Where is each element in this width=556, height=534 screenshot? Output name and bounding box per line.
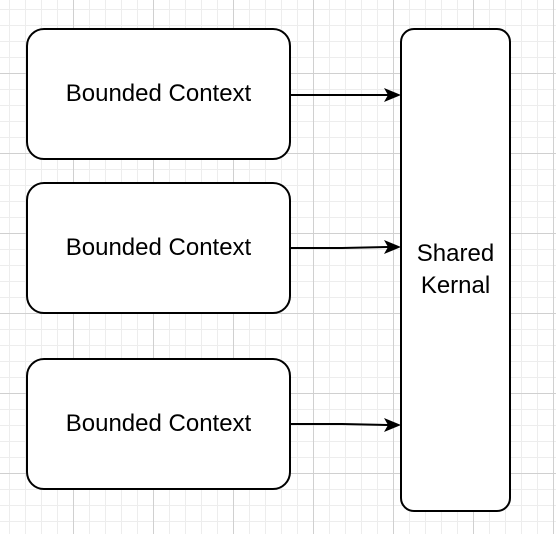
connector-line [291, 423, 389, 426]
bounded-context-3[interactable]: Bounded Context [26, 358, 291, 490]
connector-line [291, 246, 389, 249]
arrowhead-icon [384, 240, 401, 254]
arrow-context-2-to-kernel[interactable] [291, 240, 401, 254]
bounded-context-1[interactable]: Bounded Context [26, 28, 291, 160]
bounded-context-1-label: Bounded Context [65, 80, 252, 107]
arrowhead-icon [384, 88, 401, 102]
shared-kernel[interactable]: Shared Kernal [400, 28, 511, 512]
shared-kernel-label: Shared Kernal [416, 240, 495, 299]
arrow-context-1-to-kernel[interactable] [291, 88, 401, 102]
arrowhead-icon [384, 418, 401, 432]
arrow-context-3-to-kernel[interactable] [291, 418, 401, 432]
bounded-context-3-label: Bounded Context [65, 410, 252, 437]
bounded-context-2[interactable]: Bounded Context [26, 182, 291, 314]
bounded-context-2-label: Bounded Context [65, 234, 252, 261]
